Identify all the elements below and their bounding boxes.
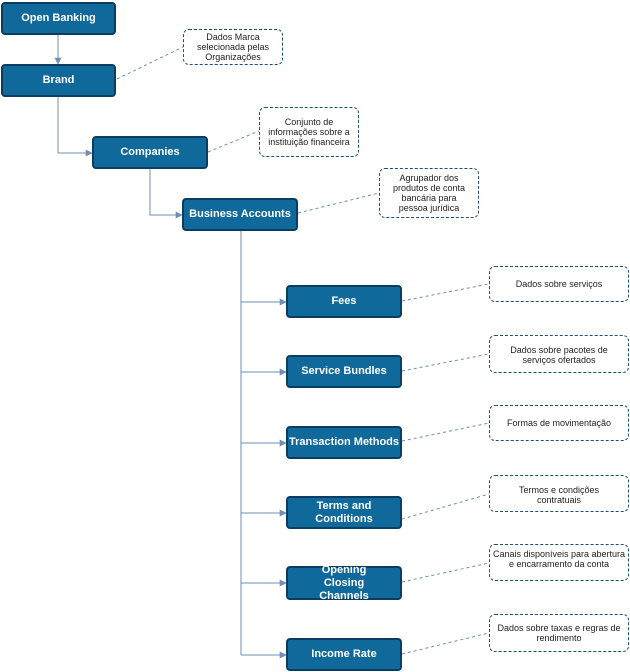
node-terms-and-conditions[interactable]: Terms and Conditions [286,496,402,529]
leader-companies-note [207,130,260,153]
note-service-bundles: Dados sobre pacotes de serviços ofertado… [489,335,629,373]
node-opening-closing-channels[interactable]: Opening Closing Channels [286,563,402,602]
note-text: Dados sobre taxas e regras de rendimento [497,623,621,643]
note-text: Canais disponíveis para abertura e encar… [492,549,626,569]
leader-terms-note [401,493,490,520]
note-text: Termos e condições contratuais [518,485,600,505]
leader-transaction-methods-note [401,422,490,442]
note-text: Dados Marca selecionada pelas Organizaçõ… [196,32,270,62]
node-transaction-methods[interactable]: Transaction Methods [286,426,402,459]
note-text: Agrupador dos produtos de conta bancária… [392,173,466,213]
note-text: Conjunto de informações sobre a institui… [268,117,350,147]
node-label: Terms and Conditions [315,499,373,525]
node-label: Brand [42,74,75,86]
leader-brand-note [116,46,184,80]
note-transaction-methods: Formas de movimentação [489,405,629,441]
leader-fees-note [401,283,490,302]
node-label: Opening Closing Channels [319,563,369,602]
node-label: Transaction Methods [288,436,400,448]
node-business-accounts[interactable]: Business Accounts [182,198,298,231]
leader-income-rate-note [401,632,490,655]
leader-service-bundles-note [401,353,490,372]
node-service-bundles[interactable]: Service Bundles [286,355,402,388]
node-label: Business Accounts [189,208,291,220]
edge-brand-companies [57,97,93,157]
node-brand[interactable]: Brand [1,64,116,97]
node-open-banking[interactable]: Open Banking [1,2,116,35]
node-label: Companies [120,146,180,158]
edge-companies-business-accounts [149,169,183,219]
node-companies[interactable]: Companies [92,136,208,169]
note-text: Dados sobre pacotes de serviços ofertado… [510,345,608,365]
leader-channels-note [401,562,490,583]
node-fees[interactable]: Fees [286,285,402,318]
note-business-accounts: Agrupador dos produtos de conta bancária… [379,168,479,218]
note-brand: Dados Marca selecionada pelas Organizaçõ… [183,29,283,65]
note-terms-and-conditions: Termos e condições contratuais [489,475,629,512]
node-label: Fees [331,295,357,307]
note-income-rate: Dados sobre taxas e regras de rendimento [489,614,629,652]
node-income-rate[interactable]: Income Rate [286,638,402,671]
note-opening-closing-channels: Canais disponíveis para abertura e encar… [489,544,629,581]
node-label: Service Bundles [301,365,387,377]
note-companies: Conjunto de informações sobre a institui… [259,107,359,157]
node-label: Income Rate [311,648,377,660]
node-label: Open Banking [21,12,96,24]
leader-business-accounts-note [297,192,380,214]
note-text: Formas de movimentação [506,418,612,428]
note-text: Dados sobre serviços [515,279,603,289]
note-fees: Dados sobre serviços [489,266,629,302]
